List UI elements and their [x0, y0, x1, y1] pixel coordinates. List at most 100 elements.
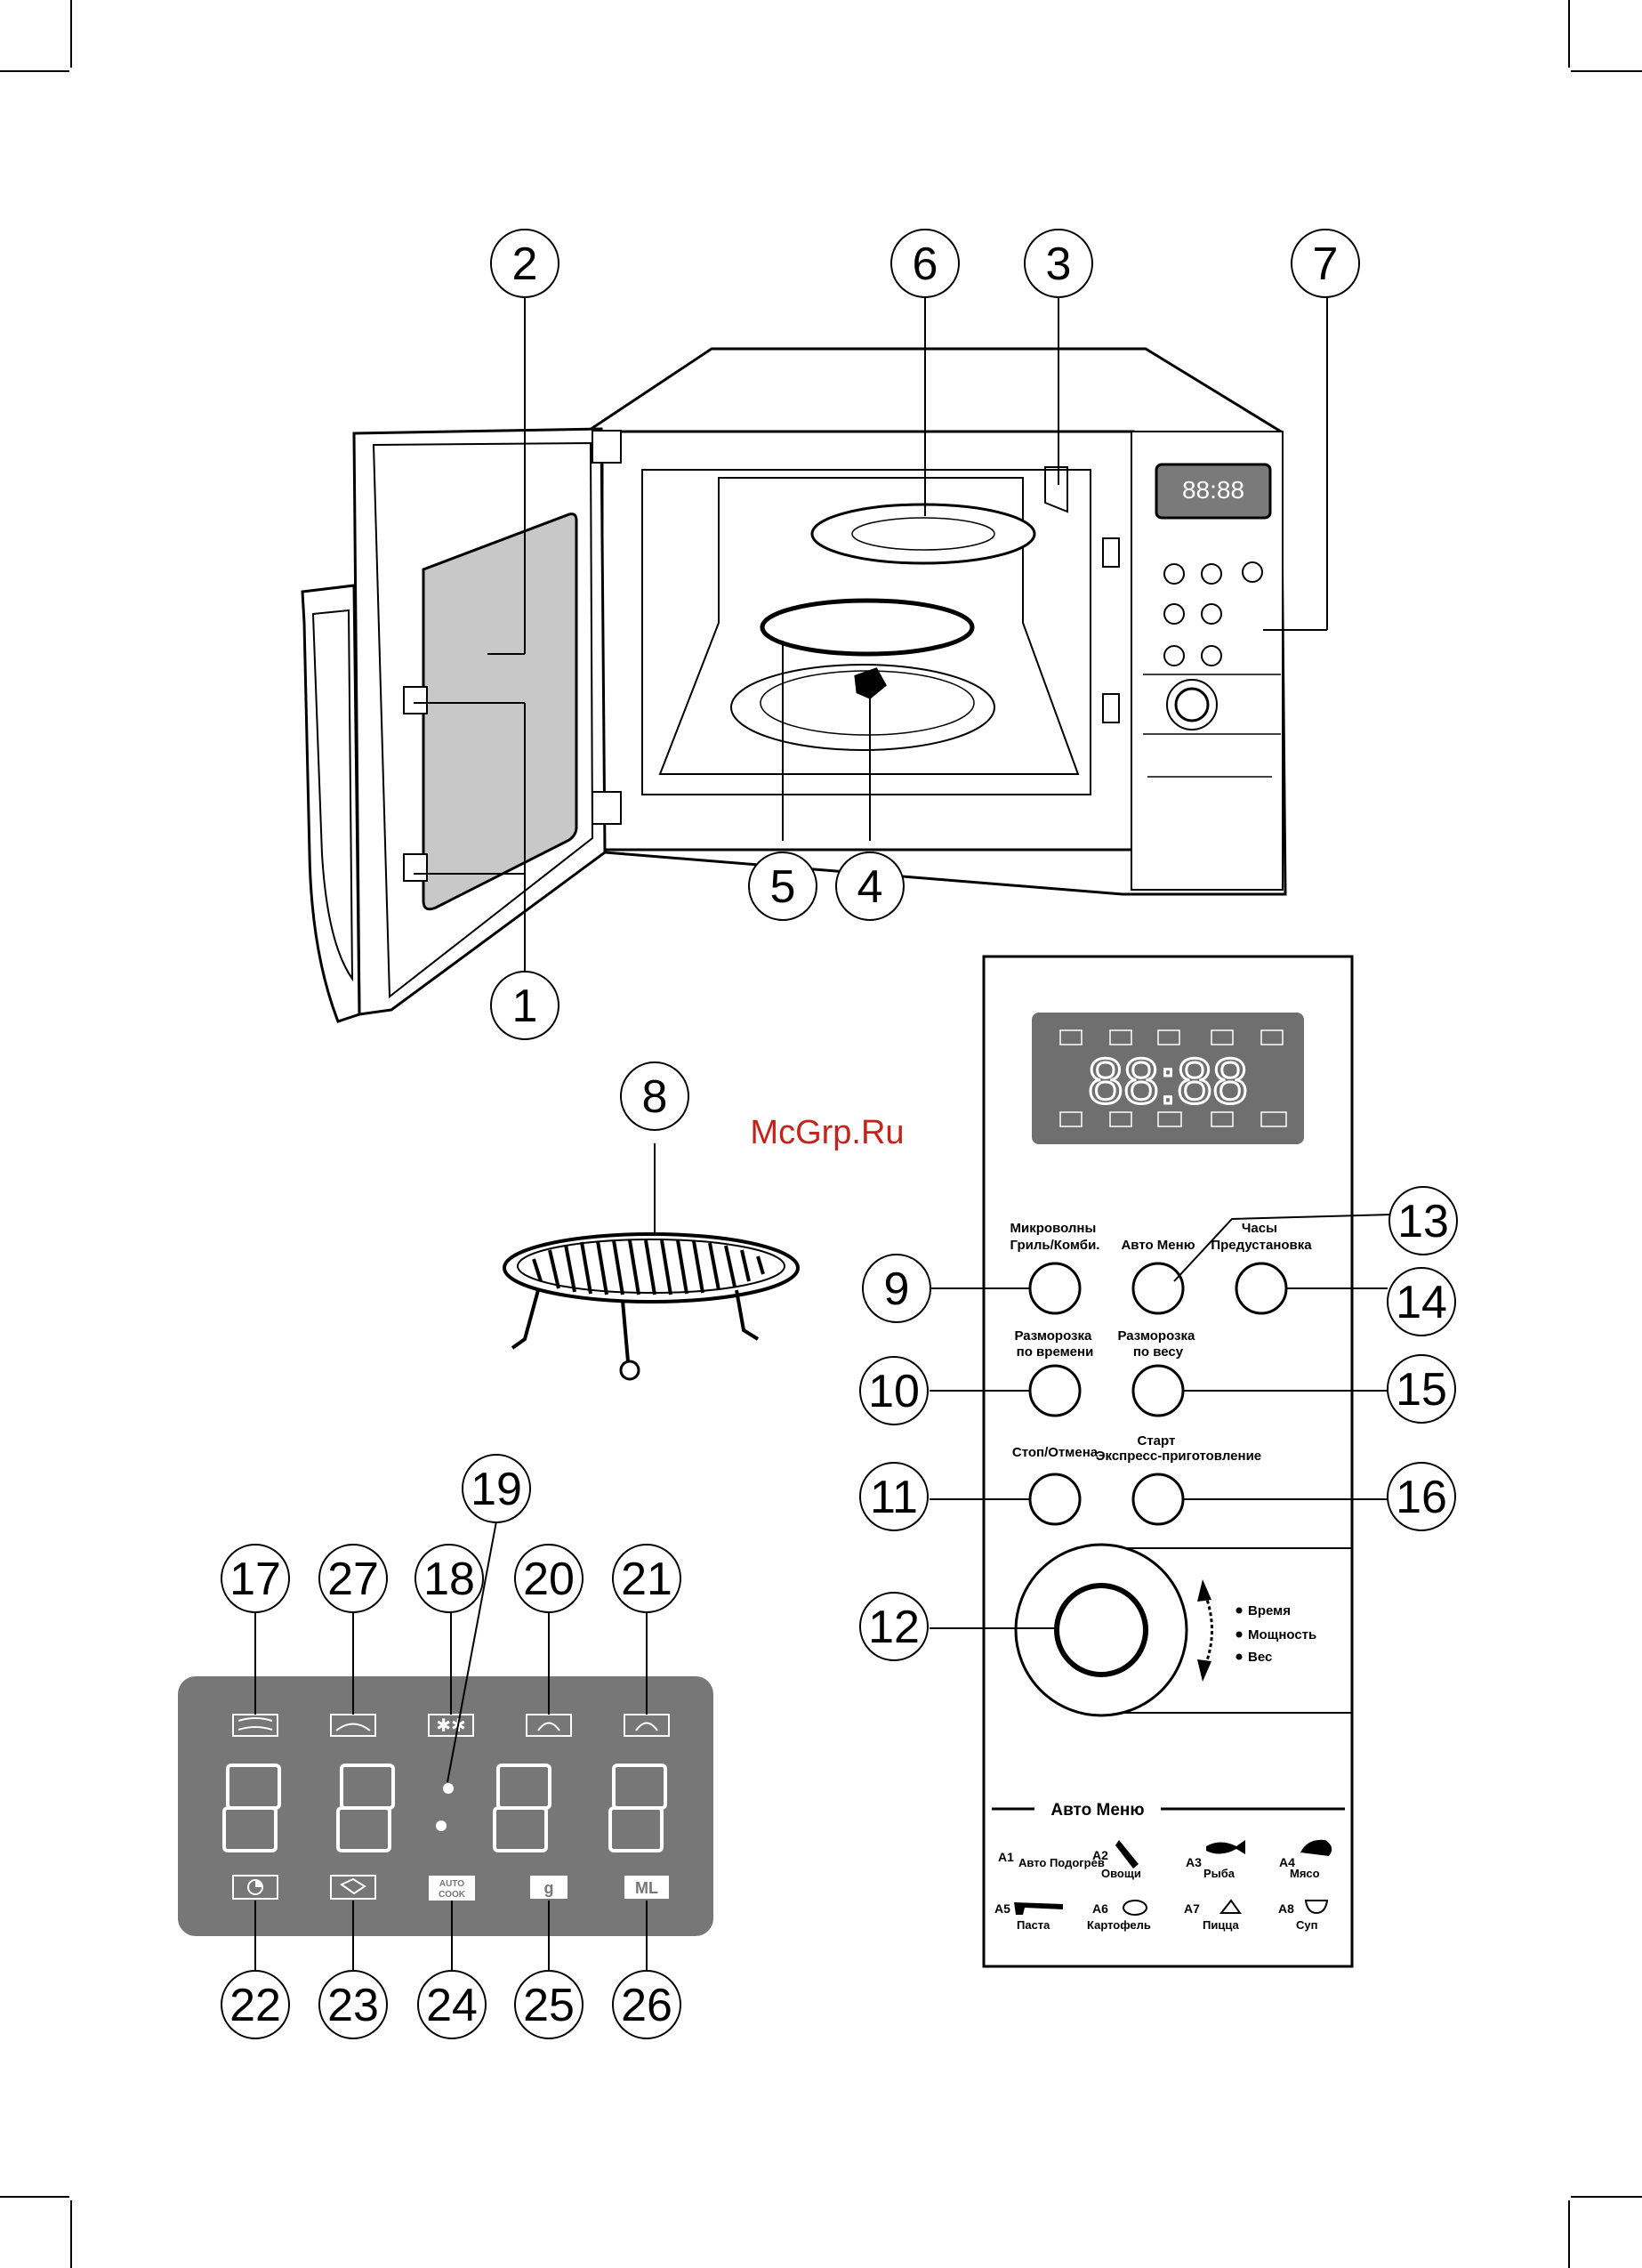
dial-option-weight: Вес — [1248, 1650, 1272, 1665]
start-express-button[interactable] — [1131, 1473, 1185, 1526]
dial-option-power: Мощность — [1248, 1627, 1316, 1642]
svg-text:23: 23 — [327, 1980, 379, 2031]
callout-7: 7 — [1291, 229, 1360, 298]
auto-menu-name: Картофель — [1087, 1918, 1151, 1932]
callout-3: 3 — [1024, 229, 1093, 298]
callout-21: 21 — [612, 1544, 681, 1613]
svg-text:19: 19 — [471, 1464, 522, 1515]
svg-text:88:88: 88:88 — [1182, 476, 1244, 504]
callout-13: 13 — [1388, 1186, 1458, 1255]
digit-2 — [336, 1764, 395, 1852]
callout-4: 4 — [835, 852, 905, 921]
svg-text:2: 2 — [512, 238, 538, 290]
carrot-icon — [1115, 1840, 1139, 1868]
svg-text:18: 18 — [423, 1554, 475, 1605]
svg-text:AUTO: AUTO — [439, 1879, 464, 1889]
clock-label-2: Предустановка — [1211, 1238, 1312, 1253]
callout-19: 19 — [462, 1454, 531, 1523]
auto-menu-title: Авто Меню — [1050, 1801, 1144, 1820]
microwave-illustration: 88:88 — [301, 347, 1287, 1023]
svg-text:COOK: COOK — [439, 1890, 466, 1900]
control-dial[interactable] — [1054, 1583, 1148, 1677]
panel-display: 88:88 — [1059, 1029, 1287, 1127]
callout-9: 9 — [862, 1254, 931, 1323]
grill-rack-illustration — [503, 1232, 800, 1381]
display-digits — [222, 1764, 667, 1852]
svg-text:3: 3 — [1046, 238, 1072, 290]
callout-15: 15 — [1387, 1354, 1456, 1424]
auto-menu-button[interactable] — [1131, 1262, 1185, 1315]
auto-menu-code: A3 — [1186, 1855, 1202, 1869]
start-label-1: Старт — [1137, 1433, 1175, 1449]
defrost-time-button[interactable] — [1028, 1364, 1082, 1417]
pasta-icon — [1014, 1902, 1063, 1915]
callout-5: 5 — [748, 852, 817, 921]
callout-24: 24 — [417, 1970, 487, 2039]
svg-text:Разморозка по весу: Разморозка по весу — [1117, 1328, 1198, 1360]
callout-2: 2 — [490, 229, 559, 298]
food-icons — [1014, 1839, 1332, 1916]
start-label-2: Экспресс-приготовление — [1096, 1449, 1261, 1464]
svg-text:5: 5 — [770, 861, 796, 913]
control-panel: 88:88 Микроволны Гриль/Комби. Авто Меню … — [982, 955, 1354, 1968]
display-detail: ✱✱ — [178, 1676, 713, 1936]
auto-menu-items: A1 Авто Подогрев A2 Овощи A3 Рыба A4 Мяс… — [994, 1848, 1320, 1932]
svg-text:24: 24 — [426, 1980, 478, 2031]
weight-scale-icon — [330, 1875, 376, 1900]
auto-menu-code: A8 — [1278, 1901, 1294, 1916]
auto-menu-name: Паста — [1017, 1918, 1050, 1932]
timer-icon — [232, 1875, 278, 1900]
svg-text:26: 26 — [621, 1980, 672, 2031]
svg-text:8: 8 — [642, 1071, 668, 1123]
auto-menu-code: A5 — [994, 1901, 1010, 1916]
callout-14: 14 — [1387, 1267, 1456, 1336]
pizza-icon — [1219, 1899, 1242, 1914]
svg-text:25: 25 — [523, 1980, 575, 2031]
micro-grill-button[interactable] — [1028, 1262, 1082, 1315]
auto-menu-name: Мясо — [1290, 1867, 1320, 1880]
leader-lines-panel — [930, 1214, 1393, 1629]
svg-text:g: g — [544, 1879, 554, 1897]
fish-icon — [1206, 1840, 1245, 1854]
meat-icon — [1300, 1839, 1332, 1856]
svg-text:1: 1 — [512, 981, 538, 1032]
auto-menu-name: Овощи — [1101, 1867, 1141, 1880]
dial-arrow-up-icon — [1197, 1579, 1211, 1602]
svg-text:✱✱: ✱✱ — [436, 1715, 466, 1736]
defrost-time-label-1: Разморозка — [1014, 1328, 1092, 1344]
callout-22: 22 — [221, 1970, 290, 2039]
svg-text:20: 20 — [523, 1554, 575, 1605]
panel-display-digits: 88:88 — [1088, 1046, 1248, 1118]
dial-option-time: Время — [1248, 1603, 1291, 1618]
callout-27: 27 — [318, 1544, 388, 1613]
clock-preset-button[interactable] — [1235, 1262, 1288, 1315]
leader-lines-display — [254, 1521, 648, 1971]
svg-text:7: 7 — [1313, 238, 1339, 290]
callouts-display: 17 27 18 19 20 21 22 23 24 25 26 — [221, 1454, 681, 2039]
svg-text:16: 16 — [1396, 1472, 1447, 1523]
gram-icon — [530, 1876, 567, 1899]
auto-cook-icon — [429, 1876, 475, 1901]
stop-cancel-button[interactable] — [1028, 1473, 1082, 1526]
defrost-weight-label-1: Разморозка — [1117, 1328, 1195, 1344]
svg-text:6: 6 — [913, 238, 938, 290]
svg-text:15: 15 — [1396, 1364, 1447, 1416]
auto-menu-name: Авто Подогрев — [1018, 1856, 1105, 1869]
callouts: 2 6 3 7 5 4 1 8 — [490, 229, 1360, 1131]
potato-icon — [1123, 1900, 1147, 1916]
svg-text:Микроволны Гриль/Комби.: Микроволны Гриль/Комби. — [1010, 1221, 1100, 1253]
callout-20: 20 — [514, 1544, 584, 1613]
auto-menu-name: Рыба — [1203, 1867, 1236, 1880]
watermark: McGrp.Ru — [750, 1114, 904, 1151]
defrost-weight-button[interactable] — [1131, 1364, 1185, 1417]
svg-text:27: 27 — [327, 1554, 379, 1605]
callout-8: 8 — [620, 1061, 689, 1131]
svg-text:17: 17 — [229, 1554, 281, 1605]
auto-menu-code: A6 — [1092, 1901, 1108, 1916]
auto-menu-code: A2 — [1092, 1848, 1108, 1862]
svg-text:21: 21 — [621, 1554, 672, 1605]
callout-18: 18 — [415, 1544, 484, 1613]
svg-text:10: 10 — [868, 1366, 920, 1417]
dial-arrow-down-icon — [1197, 1659, 1211, 1682]
